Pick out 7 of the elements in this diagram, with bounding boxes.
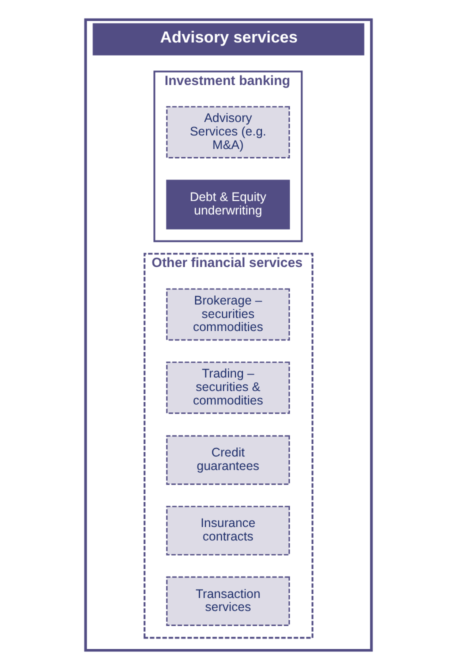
node-box: Transaction services <box>166 576 290 626</box>
node-box: Trading – securities & commodities <box>166 362 290 414</box>
node-box: Credit guarantees <box>166 435 290 485</box>
node-box: Advisory Services (e.g. M&A) <box>166 106 290 158</box>
node-box: Brokerage – securities commodities <box>166 288 290 341</box>
node-box: Debt & Equity underwriting <box>166 180 290 230</box>
node-box: Insurance contracts <box>166 506 290 556</box>
